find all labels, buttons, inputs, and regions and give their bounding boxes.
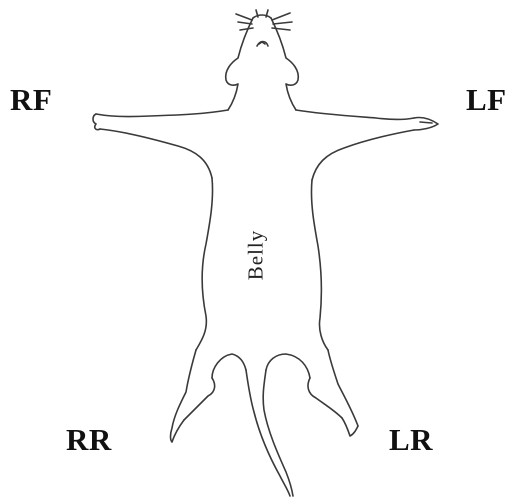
right-rear-leg [171, 350, 197, 442]
label-belly: Belly [244, 230, 269, 281]
body-right-side [196, 178, 213, 350]
label-right-front: RF [10, 84, 52, 115]
body-left-side [311, 180, 328, 350]
left-front-leg [296, 110, 414, 120]
label-left-rear: LR [389, 424, 433, 455]
label-left-front: LF [466, 84, 507, 115]
head-outline [226, 18, 253, 110]
label-right-rear: RR [66, 424, 112, 455]
left-rear-leg [266, 354, 310, 378]
right-front-leg [96, 110, 228, 117]
tail [246, 370, 290, 496]
whiskers [236, 10, 292, 30]
